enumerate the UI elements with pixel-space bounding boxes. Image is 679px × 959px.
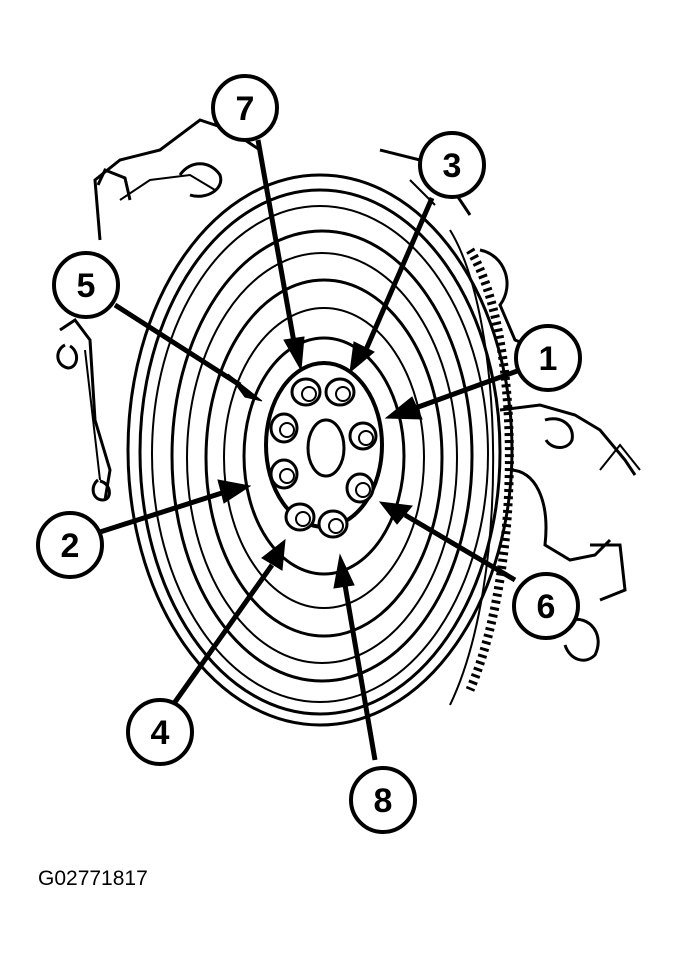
callout-7: 7 [211, 74, 279, 142]
bolt [324, 377, 356, 407]
callout-8-label: 8 [374, 782, 393, 820]
bolt [317, 509, 349, 539]
callout-1: 1 [514, 324, 582, 392]
callout-8: 8 [349, 766, 417, 834]
flywheel-rings [126, 173, 514, 727]
callout-4: 4 [126, 698, 194, 766]
callout-6: 6 [512, 572, 580, 640]
bolt [269, 412, 299, 444]
figure-id: G02771817 [38, 867, 148, 890]
callout-5-label: 5 [77, 267, 96, 305]
bolt [290, 377, 322, 407]
callout-3: 3 [418, 131, 486, 199]
callout-1-label: 1 [539, 340, 558, 378]
bolt [284, 502, 316, 532]
bolt [348, 421, 378, 451]
flywheel-bolts [269, 377, 378, 539]
callout-2: 2 [36, 511, 104, 579]
callout-3-label: 3 [443, 147, 462, 185]
callout-4-label: 4 [151, 714, 170, 752]
callout-2-label: 2 [61, 527, 80, 565]
bolt [269, 458, 299, 490]
callout-7-label: 7 [236, 90, 255, 128]
callout-5: 5 [52, 251, 120, 319]
callout-6-label: 6 [537, 588, 556, 626]
bolt [345, 472, 375, 504]
leader-lines [99, 139, 521, 761]
